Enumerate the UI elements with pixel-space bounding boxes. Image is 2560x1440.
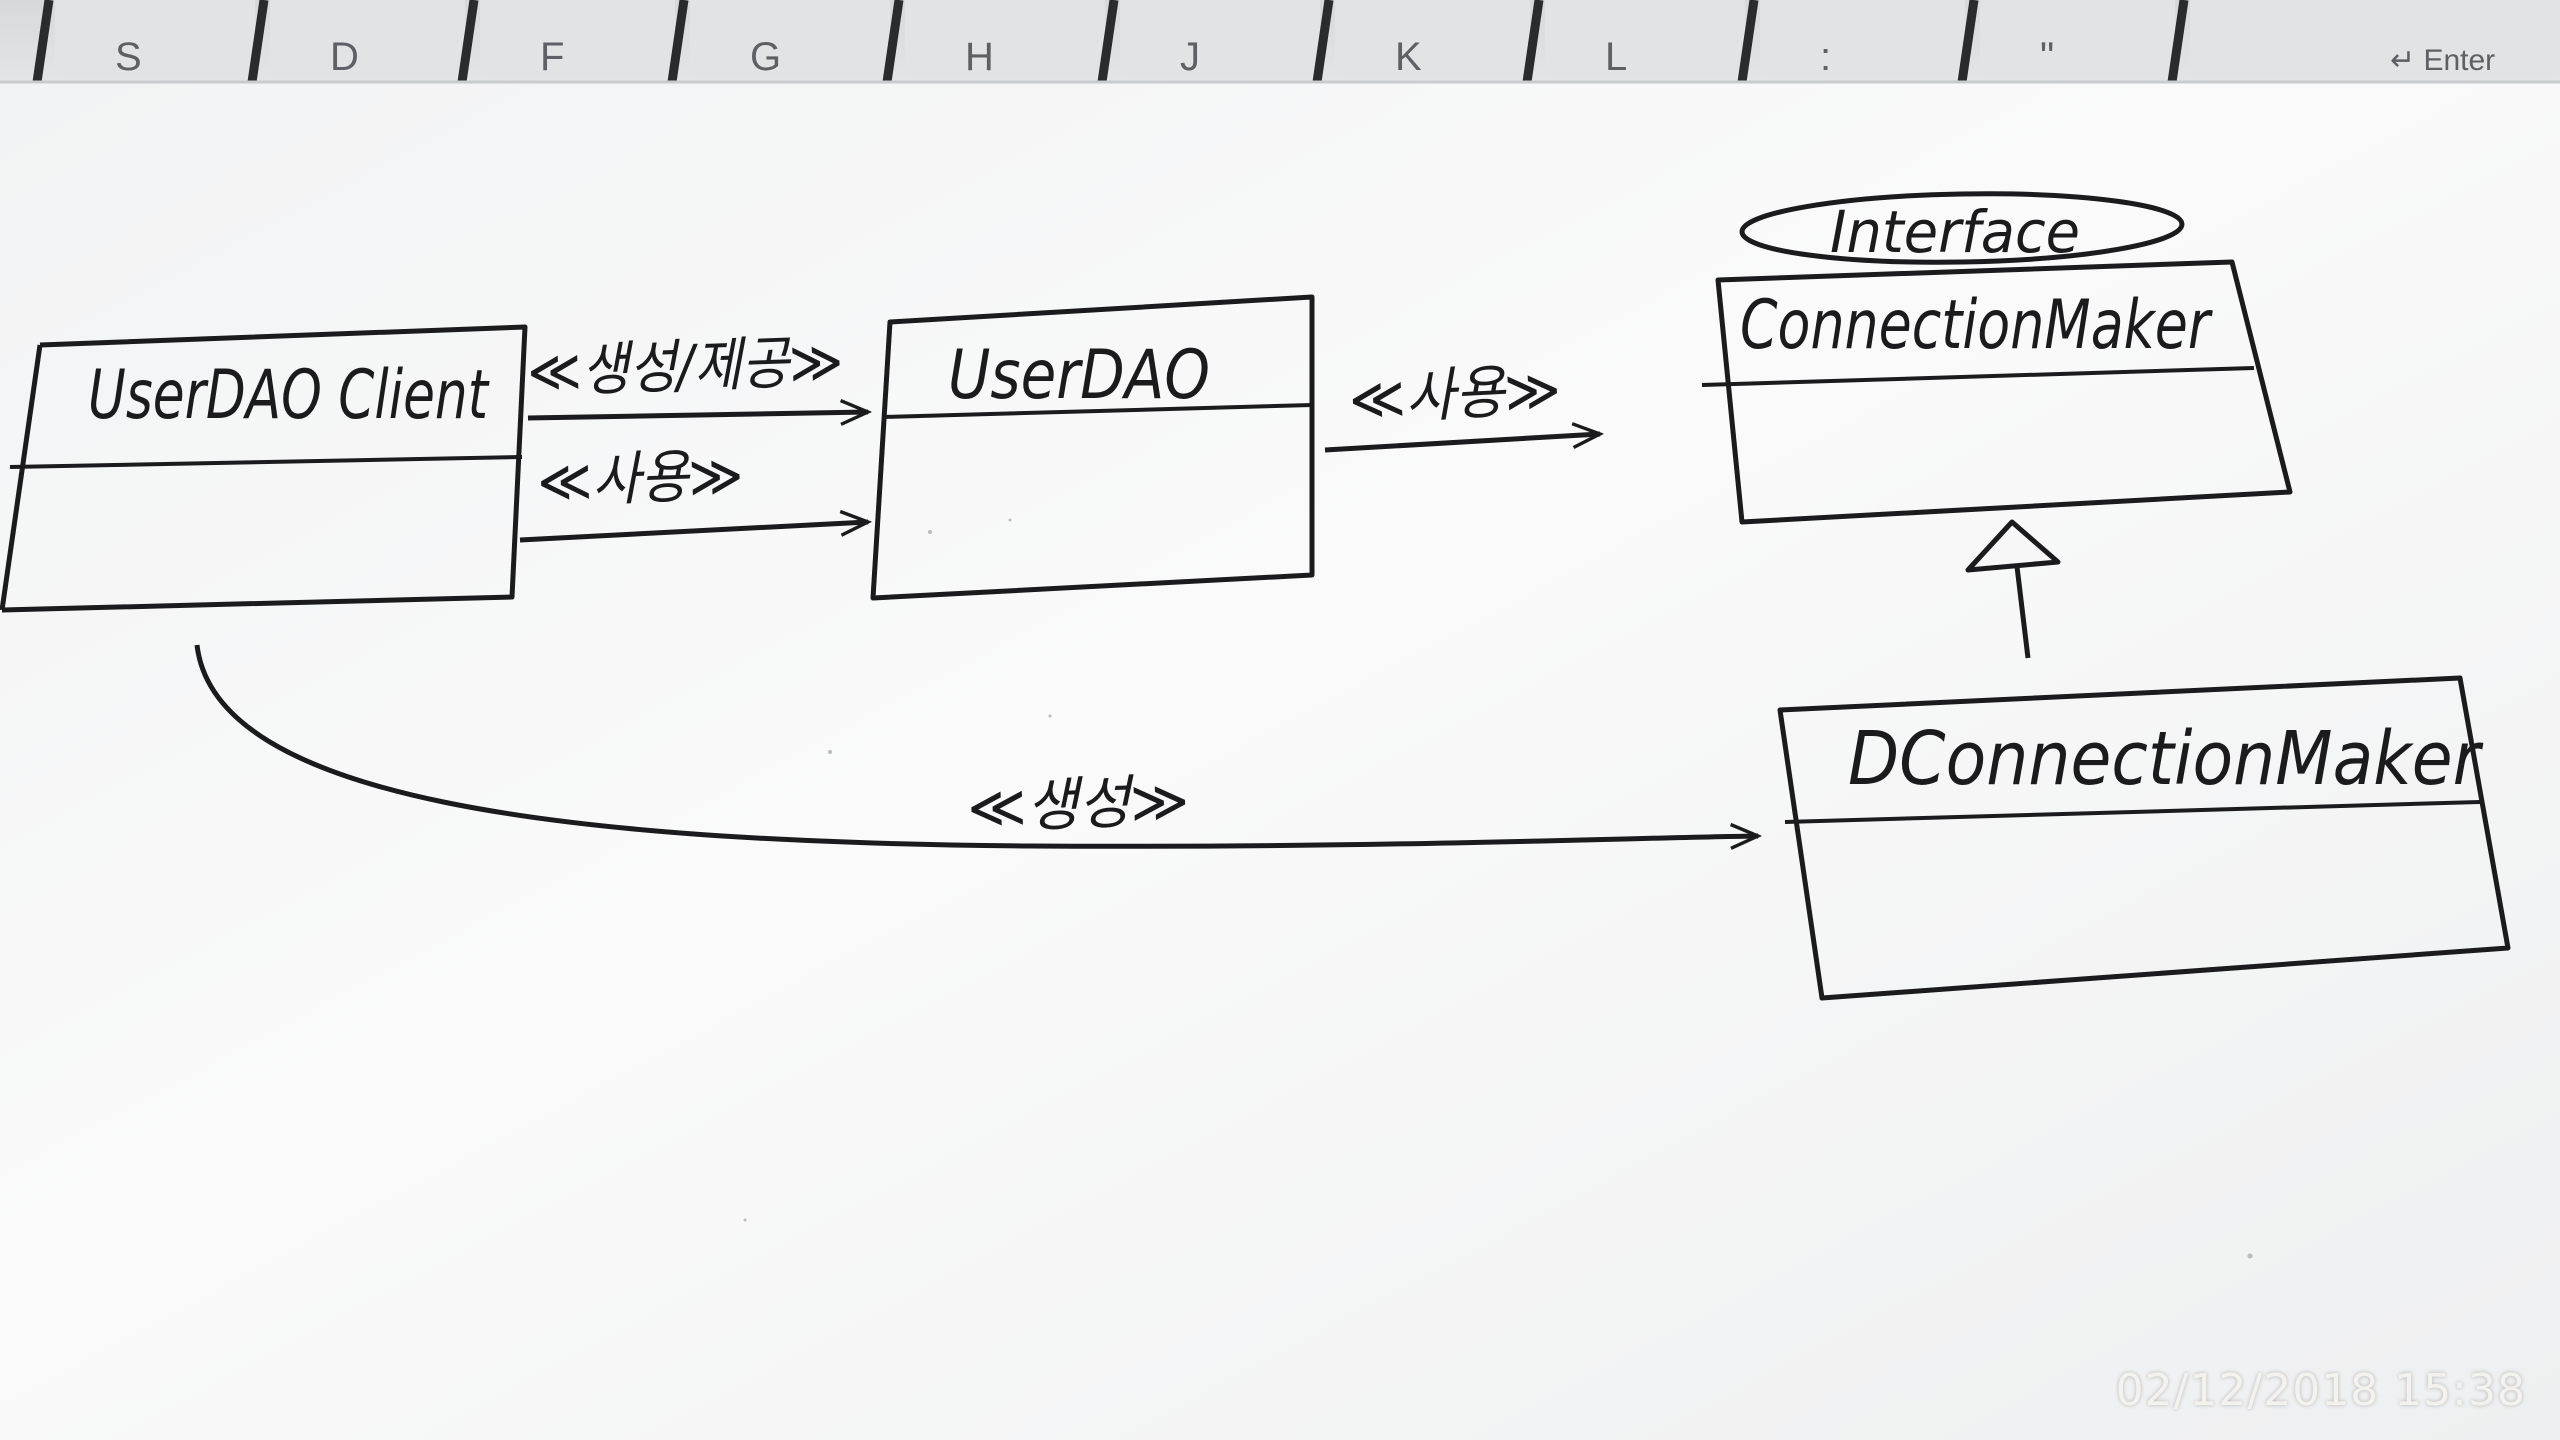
key-gap [247, 0, 269, 83]
label-client-to-dao-use: ≪사용≫ [536, 441, 744, 516]
label-client-to-impl-create: ≪생성≫ [966, 766, 1190, 842]
keycap-label: H [965, 35, 994, 79]
keycap-label: J [1180, 35, 1200, 79]
label-client-to-dao-create: ≪생성/제공≫ [526, 327, 844, 406]
arrow-client-to-dao-use [519, 522, 868, 543]
keycap-label: " [2040, 35, 2054, 79]
arrow-client-to-impl-create [194, 644, 1758, 846]
class-userdao: UserDAO [870, 294, 1315, 601]
paper-sheet [0, 82, 2560, 1440]
class-name-interface: ConnectionMaker [1740, 286, 2213, 365]
keycap [1545, 0, 1745, 78]
class-name-impl: DConnectionMaker [1848, 716, 2484, 802]
keycap [1120, 0, 1320, 78]
keycap-label: L [1605, 35, 1627, 79]
class-name-client: UserDAO Client [88, 356, 490, 435]
interface-stereotype-oval [1739, 191, 2185, 265]
class-connectionmaker: Interface ConnectionMaker [1701, 191, 2293, 525]
keyboard: S D F G H J K L: " ↵ Enter [0, 0, 2560, 90]
class-box-client [1, 324, 528, 613]
key-gap [32, 0, 54, 83]
key-gap [667, 0, 689, 83]
realization-triangle-head [1965, 519, 2061, 573]
keycap [1760, 0, 1965, 78]
class-divider-interface [1701, 366, 2255, 387]
keycap-label: F [540, 35, 564, 79]
keycap [1335, 0, 1530, 78]
key-gap [1097, 0, 1119, 83]
key-gap [457, 0, 479, 83]
keycap-label: G [750, 35, 781, 79]
class-box-client-left-edge [0, 344, 43, 611]
class-box-interface [1715, 259, 2293, 525]
key-gap [1522, 0, 1544, 83]
keycaps: S D F G H J K L: " ↵ Enter [32, 0, 2560, 83]
arrow-dao-to-interface-use [1324, 434, 1600, 453]
keycap-label: S [115, 35, 142, 79]
class-divider-client [9, 455, 523, 469]
keycap-label: ↵ Enter [2390, 44, 2495, 77]
class-box-dao [870, 294, 1315, 601]
label-dao-to-interface-use: ≪사용≫ [1347, 355, 1562, 434]
paper-specks [743, 518, 2253, 1259]
key-gap [882, 0, 904, 83]
key-gap [1957, 0, 1979, 83]
keycap [690, 0, 890, 78]
class-name-dao: UserDAO [948, 336, 1210, 415]
keycap-label: D [330, 35, 359, 79]
keycap [55, 0, 255, 78]
key-gap [1737, 0, 1759, 83]
relations: ≪생성/제공≫ ≪사용≫ ≪사용≫ ≪생성≫ [194, 327, 2061, 846]
key-gap [2167, 0, 2189, 83]
keycap [270, 0, 465, 78]
interface-stereotype-label: Interface [1830, 198, 2080, 266]
photo-timestamp: 02/12/2018 15:38 [2115, 1365, 2526, 1416]
keycap [905, 0, 1105, 78]
keycap [2190, 0, 2560, 78]
class-userdao-client: UserDAO Client [0, 324, 528, 613]
class-divider-impl [1784, 800, 2481, 824]
key-gap [1312, 0, 1334, 83]
class-divider-dao [882, 403, 1313, 419]
keycap [480, 0, 675, 78]
class-dconnectionmaker: DConnectionMaker [1777, 675, 2511, 1001]
keycap-label: K [1395, 35, 1422, 79]
arrow-client-to-dao-create [527, 412, 868, 418]
keycap-label: : [1820, 35, 1831, 79]
keycap [1980, 0, 2175, 78]
class-box-impl [1777, 675, 2511, 1001]
